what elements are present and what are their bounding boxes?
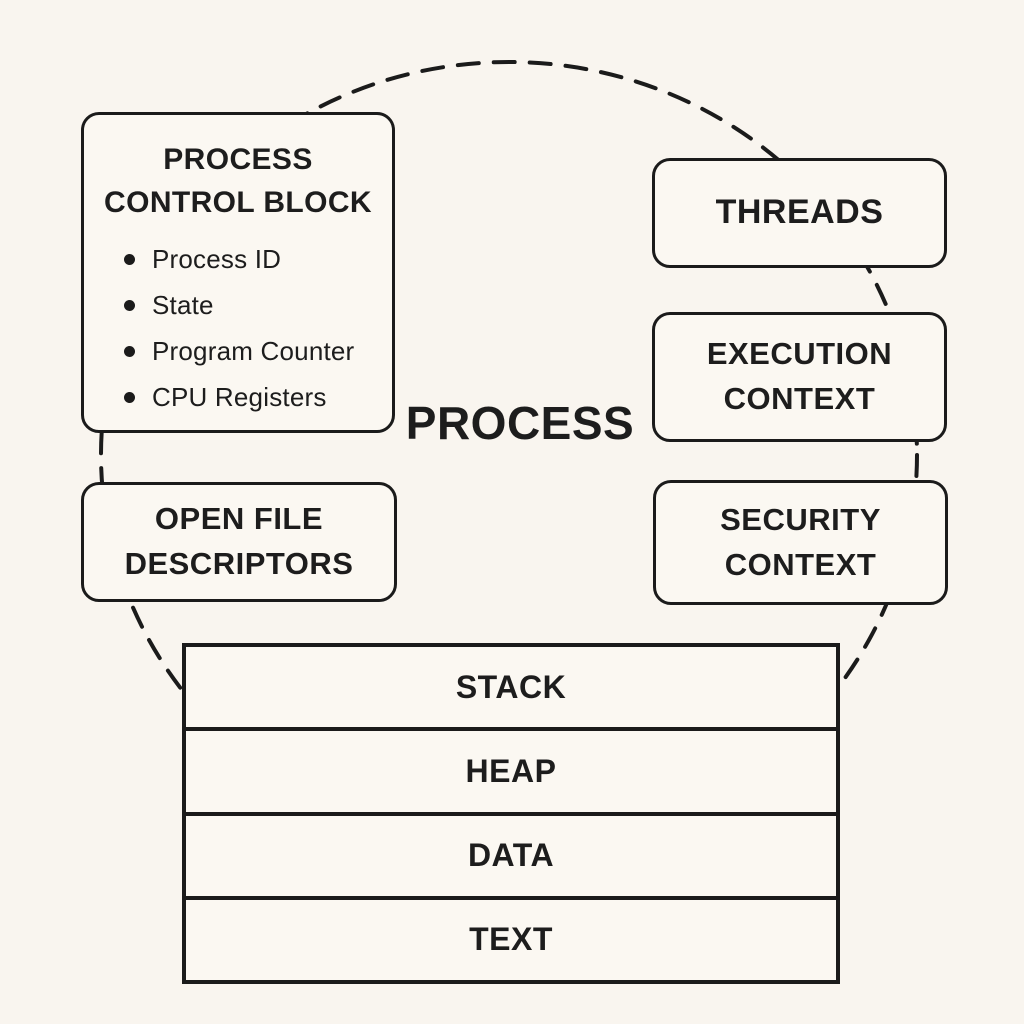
pcb-item-label: Program Counter [152,336,355,367]
bullet-icon [124,300,135,312]
list-item: Program Counter [124,336,354,367]
security-context-box: SECURITY CONTEXT [653,480,948,605]
bullet-icon [124,346,135,358]
memory-segment-row: HEAP [186,727,836,811]
open-file-descriptors-box: OPEN FILE DESCRIPTORS [81,482,397,602]
list-item: State [124,290,354,321]
security-context-label: SECURITY CONTEXT [720,501,881,582]
memory-segment-row: TEXT [186,895,836,980]
list-item: Process ID [124,244,354,275]
execution-context-label: EXECUTION CONTEXT [706,336,893,416]
list-item: CPU Registers [124,382,354,413]
memory-segment-row: DATA [186,811,836,896]
process-center-label: PROCESS [405,397,635,449]
pcb-attribute-list: Process ID State Program Counter CPU Reg… [84,244,354,428]
bullet-icon [124,254,135,266]
memory-segment-row: STACK [455,668,567,705]
threads-box: THREADS [652,158,947,268]
pcb-item-label: State [152,290,214,321]
memory-layout-table: STACK HEAP DATA TEXT [182,643,840,984]
pcb-item-label: CPU Registers [152,382,327,413]
pcb-item-label: Process ID [152,244,282,275]
bullet-icon [124,392,135,404]
threads-label: THREADS [715,193,884,232]
execution-context-box: EXECUTION CONTEXT [652,312,947,442]
pcb-title: PROCESS CONTROL BLOCK [104,143,372,219]
open-file-descriptors-label: OPEN FILE DESCRIPTORS [124,501,354,581]
process-control-block-box: PROCESS CONTROL BLOCK Process ID State P… [81,112,395,433]
